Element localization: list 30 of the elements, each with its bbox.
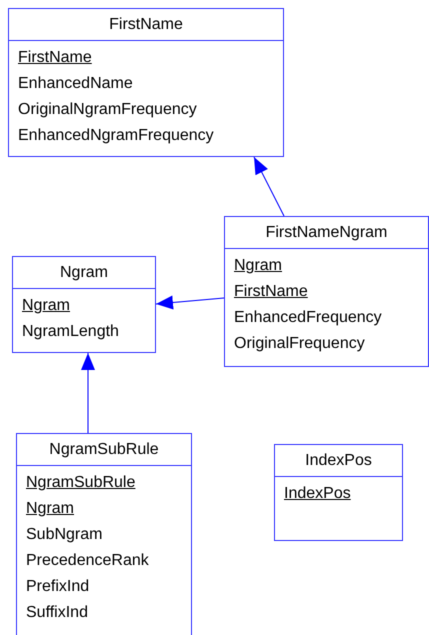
key-field: IndexPos	[284, 481, 351, 507]
entity-table	[16, 433, 192, 635]
key-field: Ngram	[234, 253, 282, 279]
entity-table	[12, 256, 156, 353]
key-field: FirstName	[234, 279, 308, 305]
field-name: NgramLength	[22, 322, 119, 342]
table-name: FirstName	[109, 15, 183, 35]
arrow	[81, 352, 95, 434]
table-name: Ngram	[60, 263, 108, 283]
key-field: Ngram	[22, 293, 70, 319]
key-field: NgramSubRule	[26, 470, 136, 496]
field-name: PrefixInd	[26, 577, 90, 597]
table-name: FirstNameNgram	[266, 223, 388, 243]
field-name: EnhancedName	[18, 74, 133, 94]
arrow	[156, 296, 224, 310]
entity-table	[274, 444, 403, 541]
table-name: IndexPos	[305, 451, 372, 471]
field-name: EnhancedNgramFrequency	[18, 126, 214, 146]
field-name: OriginalFrequency	[234, 334, 365, 354]
entity-table	[224, 216, 429, 367]
field-name: EnhancedFrequency	[234, 308, 382, 328]
field-name: SuffixInd	[26, 603, 88, 623]
arrow	[254, 156, 284, 216]
table-name: NgramSubRule	[49, 440, 159, 460]
key-field: FirstName	[18, 45, 92, 71]
field-name: OriginalNgramFrequency	[18, 100, 197, 120]
key-field: Ngram	[26, 496, 74, 522]
field-name: SubNgram	[26, 525, 102, 545]
field-name: PrecedenceRank	[26, 551, 149, 571]
entity-table	[8, 8, 284, 157]
